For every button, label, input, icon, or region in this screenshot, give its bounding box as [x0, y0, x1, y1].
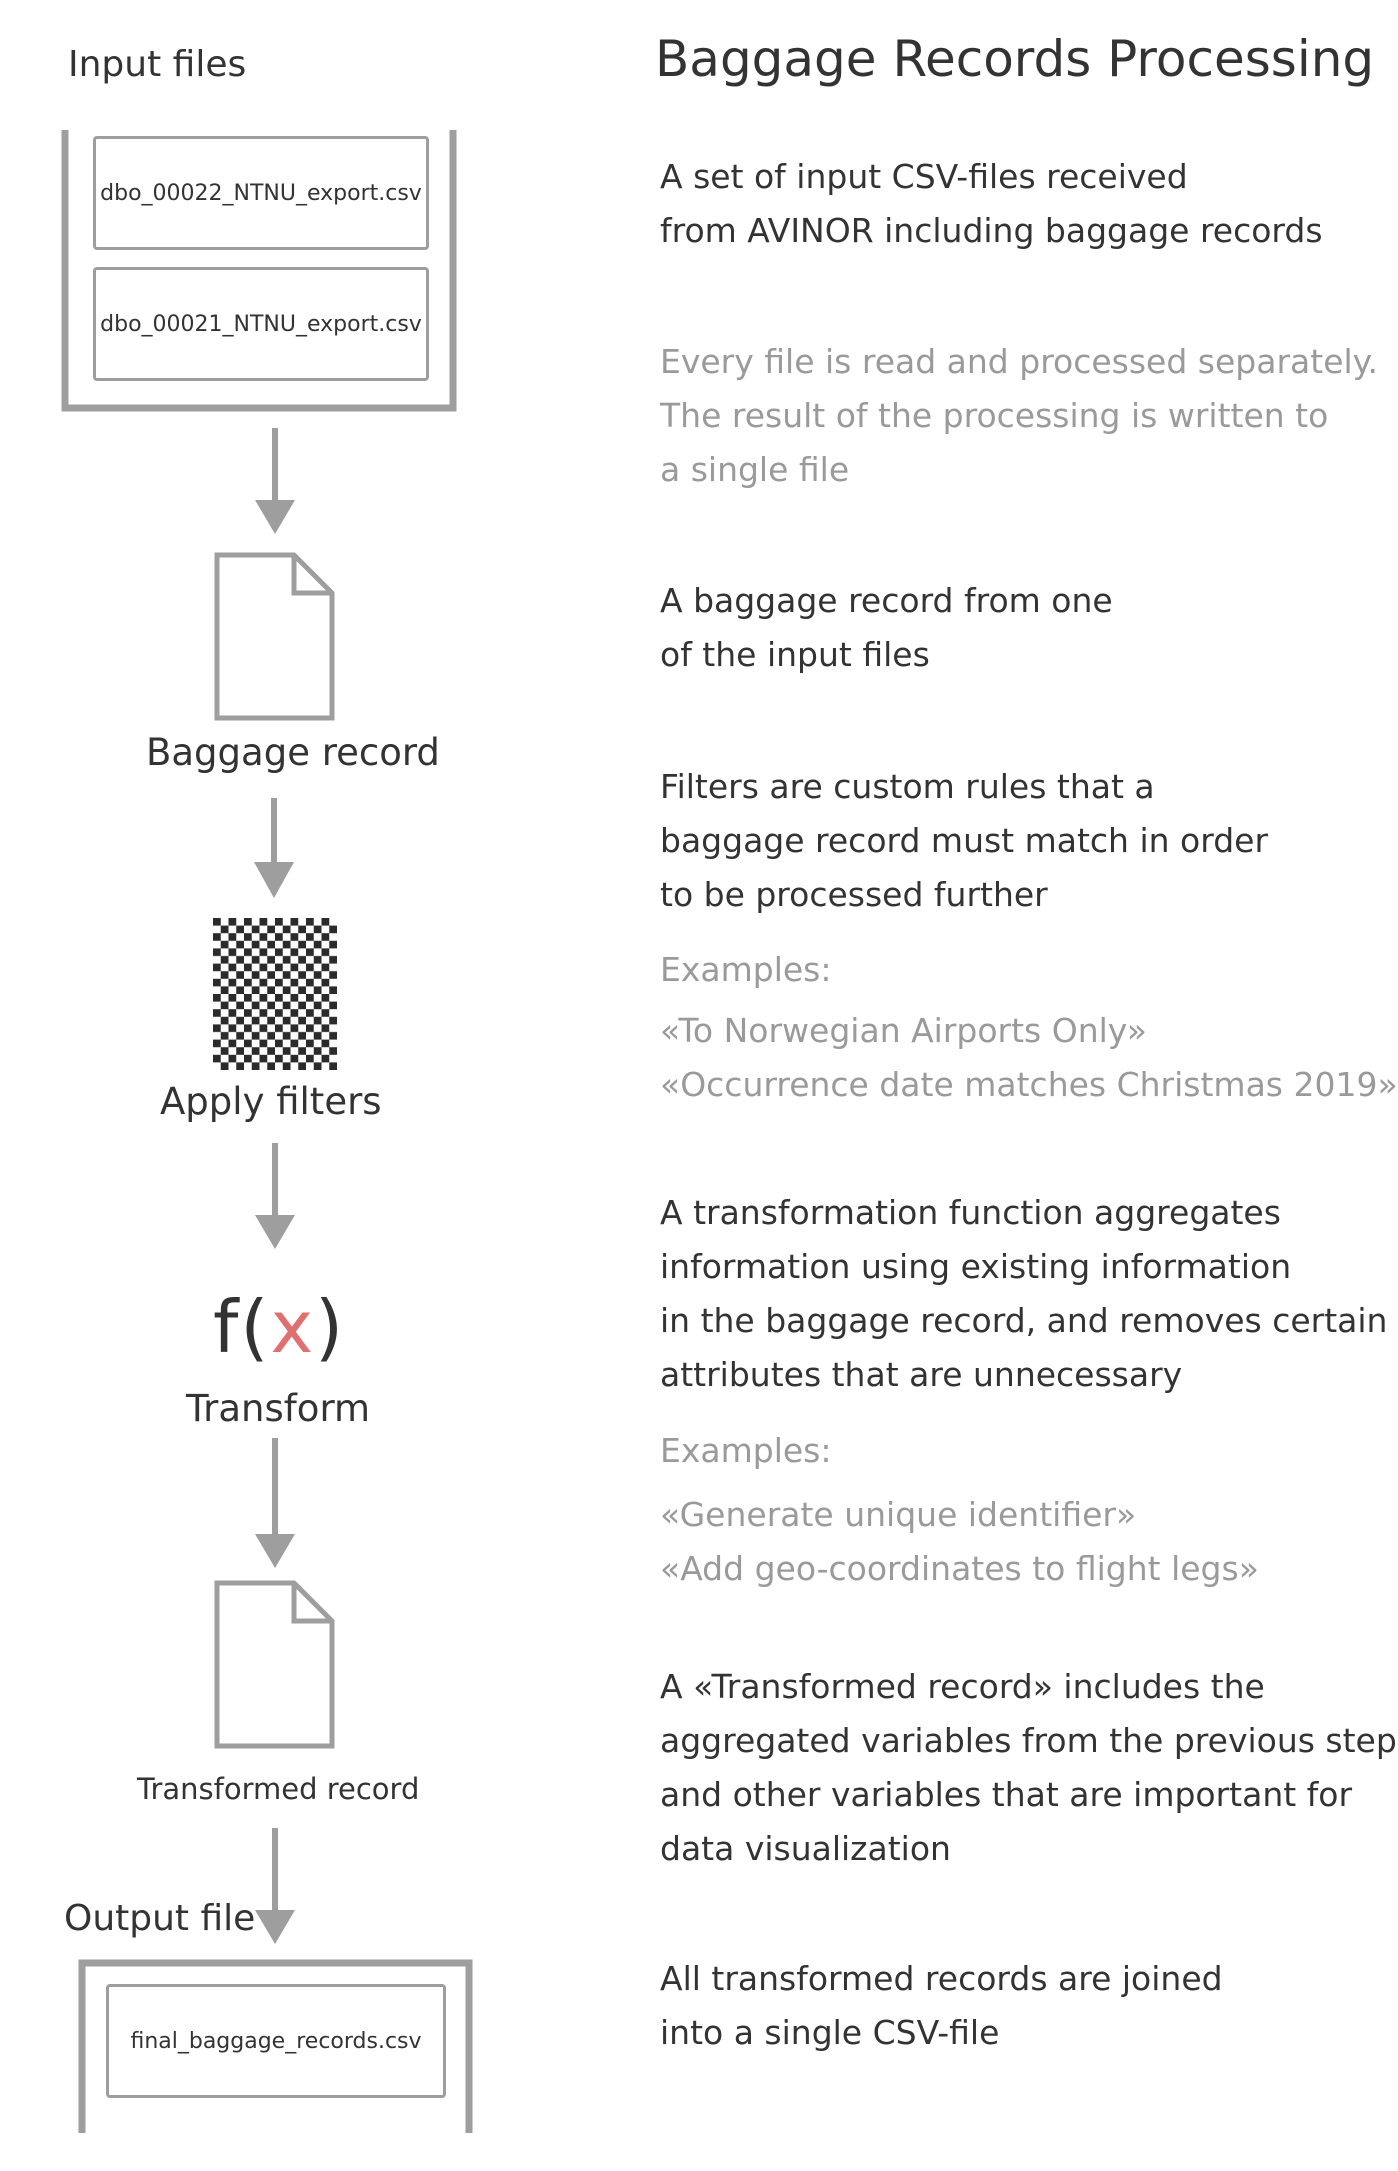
document-icon	[214, 552, 335, 721]
function-x: x	[270, 1285, 316, 1369]
example-item: «Generate unique identifier»	[660, 1495, 1137, 1534]
every-file-description: Every file is read and processed separat…	[660, 335, 1380, 497]
description-column: A set of input CSV-files received from A…	[660, 0, 1398, 2171]
example-item: «Occurrence date matches Christmas 2019»	[660, 1065, 1398, 1104]
function-close: )	[315, 1285, 346, 1369]
apply-filters-label: Apply filters	[160, 1080, 382, 1123]
flow-arrow	[254, 798, 294, 898]
input-file-item[interactable]: dbo_00022_NTNU_export.csv	[93, 136, 429, 250]
output-description: All transformed records are joined into …	[660, 1952, 1380, 2060]
text-line: from AVINOR including baggage records	[660, 211, 1323, 250]
flow-arrow	[255, 428, 295, 534]
input-file-item[interactable]: dbo_00021_NTNU_export.csv	[93, 267, 429, 381]
filters-examples-label: Examples:	[660, 943, 1380, 997]
baggage-record-description: A baggage record from one of the input f…	[660, 574, 1380, 682]
text-line: A «Transformed record» includes the	[660, 1667, 1265, 1706]
text-line: data visualization	[660, 1829, 951, 1868]
document-icon	[214, 1580, 335, 1749]
text-line: A transformation function aggregates	[660, 1193, 1281, 1232]
output-file-container	[78, 1959, 473, 2133]
transform-label: Transform	[186, 1387, 371, 1430]
text-line: to be processed further	[660, 875, 1048, 914]
output-file-label: Output file	[64, 1898, 256, 1939]
text-line: The result of the processing is written …	[660, 396, 1329, 435]
transformed-record-label: Transformed record	[137, 1772, 420, 1806]
text-line: A set of input CSV-files received	[660, 157, 1188, 196]
text-line: Examples:	[660, 1431, 832, 1470]
text-line: and other variables that are important f…	[660, 1775, 1353, 1814]
flow-arrow	[255, 1828, 295, 1944]
transformed-record-description: A «Transformed record» includes the aggr…	[660, 1660, 1398, 1876]
text-line: into a single CSV-file	[660, 2013, 1000, 2052]
input-description: A set of input CSV-files received from A…	[660, 150, 1380, 258]
filters-description: Filters are custom rules that a baggage …	[660, 760, 1380, 922]
function-icon: f(x)	[213, 1285, 345, 1369]
output-file-item[interactable]: final_baggage_records.csv	[106, 1984, 446, 2098]
page-title: Baggage Records Processing	[655, 30, 1375, 88]
filter-icon	[213, 918, 337, 1070]
flow-arrow	[255, 1143, 295, 1249]
transform-description: A transformation function aggregates inf…	[660, 1186, 1388, 1402]
transform-examples-label: Examples:	[660, 1424, 1380, 1478]
example-item: «Add geo-coordinates to flight legs»	[660, 1549, 1259, 1588]
input-files-label: Input files	[68, 44, 247, 85]
example-item: «To Norwegian Airports Only»	[660, 1011, 1147, 1050]
text-line: a single file	[660, 450, 850, 489]
function-f: f(	[213, 1285, 271, 1369]
baggage-record-label: Baggage record	[146, 731, 440, 774]
flow-arrow	[255, 1438, 295, 1568]
text-line: aggregated variables from the previous s…	[660, 1721, 1398, 1760]
input-files-container	[61, 130, 457, 412]
text-line: of the input files	[660, 635, 930, 674]
text-line: A baggage record from one	[660, 581, 1113, 620]
text-line: Examples:	[660, 950, 832, 989]
text-line: Filters are custom rules that a	[660, 767, 1155, 806]
text-line: Every file is read and processed separat…	[660, 342, 1378, 381]
transform-examples: «Generate unique identifier» «Add geo-co…	[660, 1488, 1380, 1596]
text-line: information using existing information	[660, 1247, 1292, 1286]
filters-examples: «To Norwegian Airports Only» «Occurrence…	[660, 1004, 1398, 1112]
text-line: attributes that are unnecessary	[660, 1355, 1183, 1394]
text-line: in the baggage record, and removes certa…	[660, 1301, 1388, 1340]
text-line: All transformed records are joined	[660, 1959, 1223, 1998]
text-line: baggage record must match in order	[660, 821, 1269, 860]
